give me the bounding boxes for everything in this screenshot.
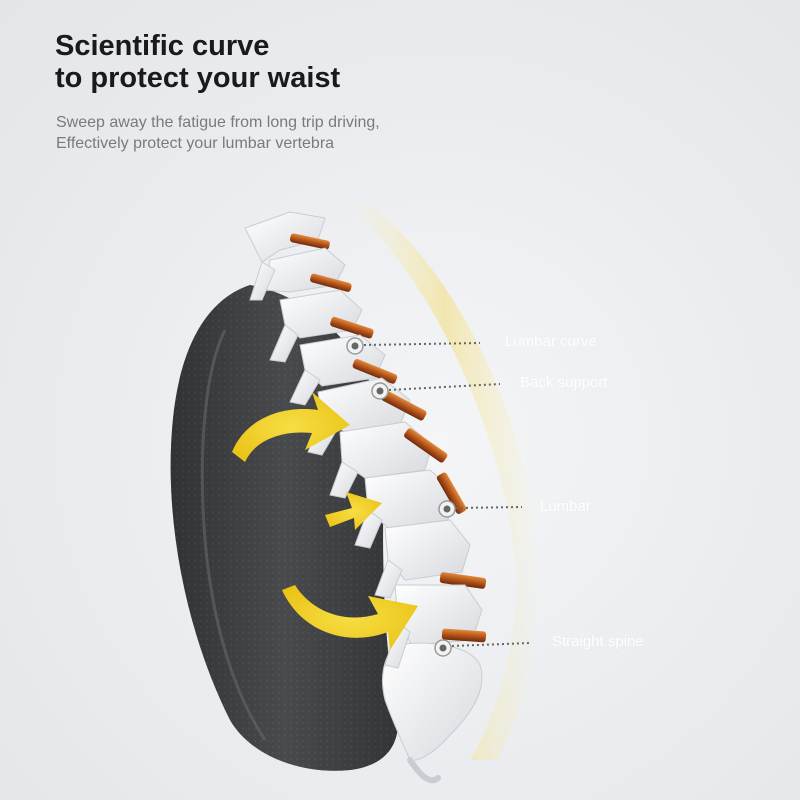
headline-line-2: to protect your waist <box>55 62 341 94</box>
marker-dot-icon <box>346 337 481 355</box>
subheadline-line-1: Sweep away the fatigue from long trip dr… <box>56 114 380 131</box>
support-arrow-icon <box>282 585 418 650</box>
callout-lumbar: Lumbar <box>540 498 591 515</box>
subheadline-line-2: Effectively protect your lumbar vertebra <box>56 135 335 152</box>
callout-lumbar-curve: Lumbar curve <box>505 333 597 350</box>
subheadline: Sweep away the fatigue from long trip dr… <box>56 112 380 154</box>
marker-dot-icon <box>434 639 531 657</box>
callout-straight-spine: Straight spine <box>552 633 644 650</box>
support-arrow-icon <box>325 492 382 530</box>
support-arrow-icon <box>232 392 350 462</box>
marker-dot-icon <box>371 382 501 400</box>
glow-band <box>350 200 540 760</box>
callout-back-support: Back support <box>520 374 608 391</box>
headline-line-1: Scientific curve <box>55 30 270 62</box>
headline: Scientific curve to protect your waist <box>55 30 340 94</box>
marker-dot-icon <box>438 500 523 518</box>
